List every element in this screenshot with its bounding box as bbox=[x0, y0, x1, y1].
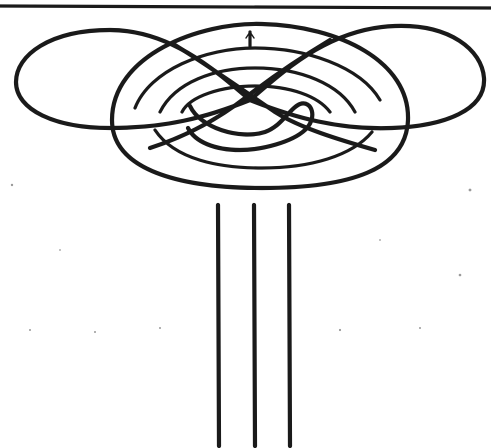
left-lobe-loop bbox=[16, 30, 250, 128]
vertical-strand-1 bbox=[218, 205, 219, 446]
right-lobe-loop bbox=[250, 26, 484, 128]
inner-tangle-strand bbox=[188, 103, 312, 150]
top-border-line bbox=[0, 6, 491, 8]
scan-noise bbox=[11, 184, 472, 333]
vertical-strand-2 bbox=[254, 205, 255, 446]
vertical-strand-3 bbox=[289, 205, 290, 446]
